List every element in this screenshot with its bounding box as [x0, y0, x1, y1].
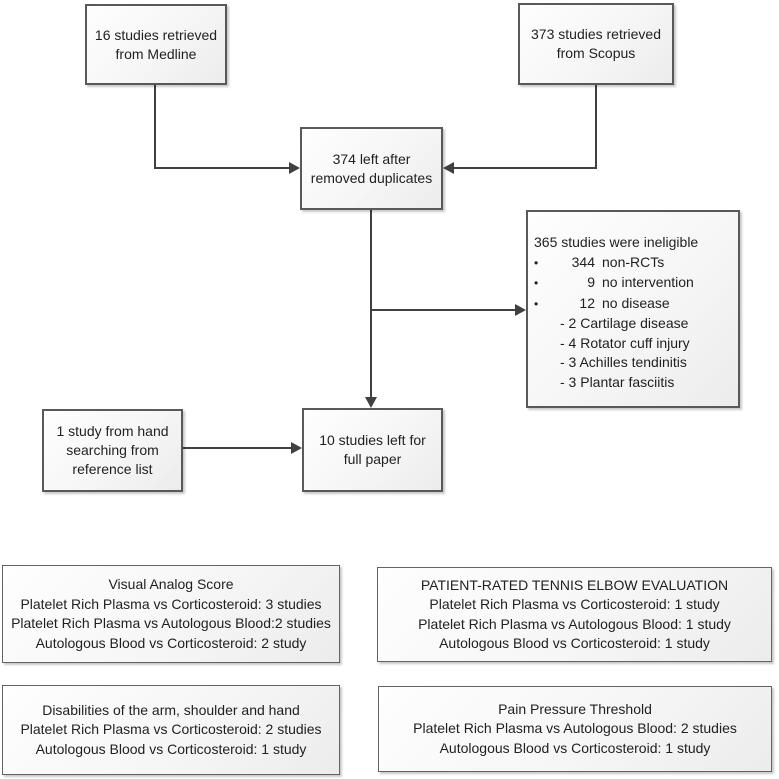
box-ineligible-studies: 365 studies were ineligible • 344 non-RC…	[526, 210, 740, 408]
outcome-line: Platelet Rich Plasma vs Autologous Blood…	[418, 615, 731, 632]
outcome-line: Platelet Rich Plasma vs Corticosteroid: …	[20, 721, 322, 738]
ineligible-bullet-label: no disease	[602, 294, 670, 311]
outcome-line: Autologous Blood vs Corticosteroid: 1 st…	[439, 635, 710, 651]
bullet-icon: •	[534, 296, 539, 311]
box-hand-search: 1 study from hand searching from referen…	[42, 409, 183, 492]
outcome-line: Autologous Blood vs Corticosteroid: 2 st…	[35, 634, 307, 651]
box-duplicates-removed-text: 374 left after removed duplicates	[310, 150, 433, 186]
box-hand-search-text: 1 study from hand searching from referen…	[56, 423, 169, 477]
box-medline: 16 studies retrieved from Medline	[85, 4, 227, 85]
outcome-title: Visual Analog Score	[108, 576, 234, 592]
outcome-line: Platelet Rich Plasma vs Autologous Blood…	[413, 720, 737, 737]
ineligible-bullet-count: 344	[571, 253, 595, 270]
box-visual-analog-score: Visual Analog Score Platelet Rich Plasma…	[2, 565, 340, 663]
arrowhead-into-duplicates-left	[289, 162, 300, 174]
ineligible-bullet-item: • 12 no disease	[534, 294, 734, 315]
outcome-line: Autologous Blood vs Corticosteroid: 1 st…	[439, 739, 711, 756]
box-pain-pressure-threshold: Pain Pressure Threshold Platelet Rich Pl…	[378, 686, 772, 772]
ineligible-sub-item: - 3 Achilles tendinitis	[560, 354, 687, 370]
outcome-line: Autologous Blood vs Corticosteroid: 1 st…	[35, 740, 307, 757]
bullet-icon: •	[534, 255, 539, 270]
box-full-paper: 10 studies left for full paper	[302, 408, 443, 492]
outcome-line: Platelet Rich Plasma vs Autologous Blood…	[11, 615, 331, 631]
ineligible-sub-item: - 2 Cartilage disease	[560, 315, 689, 331]
outcome-title: Pain Pressure Threshold	[498, 700, 652, 717]
box-scopus-text: 373 studies retrieved from Scopus	[531, 26, 661, 61]
ineligible-bullet-label: no intervention	[602, 274, 694, 290]
box-disabilities-arm-shoulder-hand: Disabilities of the arm, shoulder and ha…	[2, 685, 340, 775]
arrowhead-into-duplicates-right	[443, 162, 454, 174]
ineligible-sub-item: - 3 Plantar fasciitis	[560, 373, 675, 390]
ineligible-heading: 365 studies were ineligible	[534, 234, 699, 250]
outcome-line: Platelet Rich Plasma vs Corticosteroid: …	[429, 596, 720, 612]
ineligible-bullet-count: 9	[587, 274, 595, 290]
box-medline-text: 16 studies retrieved from Medline	[94, 26, 218, 62]
connector-scopus-to-duplicates	[452, 85, 597, 169]
arrowhead-into-ineligible	[515, 304, 526, 316]
visual-analog-score-content: Visual Analog Score Platelet Rich Plasma…	[3, 566, 339, 662]
disabilities-content: Disabilities of the arm, shoulder and ha…	[3, 686, 339, 774]
outcome-title: PATIENT-RATED TENNIS ELBOW EVALUATION	[420, 576, 729, 593]
ineligible-bullet-count: 12	[579, 294, 595, 311]
ineligible-bullet-item: • 344 non-RCTs	[534, 253, 734, 274]
ineligible-content: 365 studies were ineligible • 344 non-RC…	[528, 212, 738, 392]
ineligible-sub-item: - 4 Rotator cuff injury	[560, 334, 690, 351]
prtee-content: PATIENT-RATED TENNIS ELBOW EVALUATION Pl…	[378, 568, 771, 661]
arrowhead-into-fullpaper-top	[365, 397, 377, 408]
box-patient-rated-tennis-elbow-evaluation: PATIENT-RATED TENNIS ELBOW EVALUATION Pl…	[377, 567, 772, 662]
box-scopus: 373 studies retrieved from Scopus	[518, 3, 674, 85]
box-duplicates-removed: 374 left after removed duplicates	[300, 127, 443, 210]
arrowhead-into-fullpaper-left	[291, 442, 302, 454]
ineligible-bullet-label: non-RCTs	[602, 253, 665, 270]
box-full-paper-text: 10 studies left for full paper	[319, 432, 426, 467]
bullet-icon: •	[534, 276, 539, 290]
pain-pressure-content: Pain Pressure Threshold Platelet Rich Pl…	[379, 687, 771, 771]
outcome-line: Platelet Rich Plasma vs Corticosteroid: …	[20, 595, 322, 612]
outcome-title: Disabilities of the arm, shoulder and ha…	[42, 701, 300, 718]
connector-medline-to-duplicates	[154, 85, 291, 169]
ineligible-bullet-item: • 9 no intervention	[534, 273, 734, 294]
